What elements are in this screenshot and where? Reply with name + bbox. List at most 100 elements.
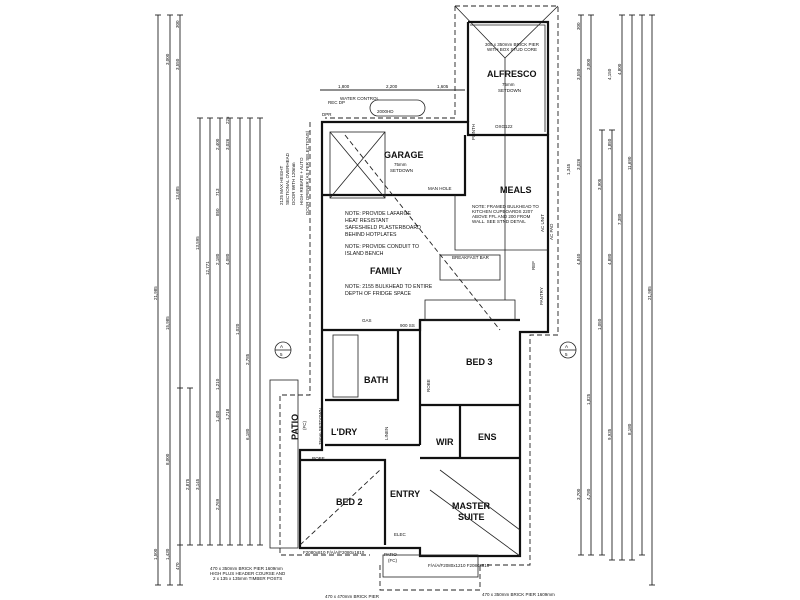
svg-text:PLINTH: PLINTH bbox=[471, 124, 476, 140]
svg-text:OXG122: OXG122 bbox=[495, 124, 513, 129]
svg-text:NOTE: PROVIDE CONDUIT TO: NOTE: PROVIDE CONDUIT TO bbox=[345, 244, 419, 250]
room-patio-side: PATIO bbox=[290, 414, 300, 440]
svg-text:GAS: GAS bbox=[362, 318, 372, 323]
svg-text:1,605: 1,605 bbox=[437, 84, 449, 89]
svg-text:2125 MAX HEIGHT: 2125 MAX HEIGHT bbox=[279, 165, 284, 205]
dimension-label: 300 bbox=[175, 20, 180, 28]
room-labels: ALFRESCO 75mm SETDOWN GARAGE 75mm SETDOW… bbox=[290, 69, 554, 563]
dimension-label: 470 bbox=[175, 562, 180, 570]
svg-text:470 x 350mm BRICK PIER 1609mm: 470 x 350mm BRICK PIER 1609mm bbox=[482, 592, 555, 597]
svg-text:PANTRY: PANTRY bbox=[539, 287, 544, 305]
dimension-label: 1,500 bbox=[153, 548, 158, 560]
dimension-label: 3,145 bbox=[195, 478, 200, 490]
dimension-label: 8,180 bbox=[627, 423, 632, 435]
dimension-label: 3,550 bbox=[175, 58, 180, 70]
walls bbox=[269, 20, 550, 578]
svg-text:SUITE: SUITE bbox=[458, 512, 485, 522]
roof-outline bbox=[279, 5, 559, 591]
svg-text:SETDOWN: SETDOWN bbox=[498, 88, 521, 93]
svg-text:5: 5 bbox=[280, 352, 283, 357]
dimension-top: 1,800 2,200 1,605 bbox=[320, 84, 465, 91]
room-family: FAMILY bbox=[370, 266, 402, 276]
dimension-label: 2,875 bbox=[185, 478, 190, 490]
dimension-label: 15,985 bbox=[165, 316, 170, 330]
dimension-label: 4,840 bbox=[576, 253, 581, 265]
svg-text:ELEC: ELEC bbox=[394, 532, 407, 537]
dimension-label: 4,880 bbox=[607, 253, 612, 265]
dimension-label: 1,450 bbox=[215, 410, 220, 422]
svg-text:ROBE: ROBE bbox=[426, 379, 431, 392]
room-alfresco: ALFRESCO bbox=[487, 69, 537, 79]
svg-text:A: A bbox=[565, 344, 568, 349]
room-master: MASTER bbox=[452, 501, 491, 511]
dimension-label: 1,430 bbox=[165, 548, 170, 560]
dimension-label: 3,000 bbox=[165, 53, 170, 65]
dimension-label: 3,026 bbox=[225, 138, 230, 150]
dimension-label: 12,771 bbox=[205, 261, 210, 275]
svg-text:75mm: 75mm bbox=[502, 82, 515, 87]
svg-text:NOTE: FRAMED BULKHEAD TO: NOTE: FRAMED BULKHEAD TO bbox=[472, 204, 539, 209]
dimension-label: 3,026 bbox=[576, 158, 581, 170]
svg-text:F/A/A/F2080x1210 F2080x810: F/A/A/F2080x1210 F2080x810 bbox=[428, 563, 490, 568]
svg-text:A: A bbox=[280, 344, 283, 349]
svg-text:SETDOWN: SETDOWN bbox=[390, 168, 413, 173]
svg-text:470 x 470mm BRICK PIER: 470 x 470mm BRICK PIER bbox=[325, 594, 380, 599]
svg-text:NOTE: PROVIDE LAFARGE: NOTE: PROVIDE LAFARGE bbox=[345, 211, 412, 217]
svg-text:KITCHEN CUPBOARDS 2207: KITCHEN CUPBOARDS 2207 bbox=[472, 209, 533, 214]
room-bed2: BED 2 bbox=[336, 497, 363, 507]
dimension-label: 1,718 bbox=[225, 408, 230, 420]
svg-text:BEHIND HOTPLATES: BEHIND HOTPLATES bbox=[345, 232, 397, 238]
svg-text:75mm SETDOWN: 75mm SETDOWN bbox=[318, 408, 323, 445]
dimension-label: 4,150 bbox=[607, 68, 612, 80]
dimension-label: 21,985 bbox=[153, 286, 158, 300]
svg-text:ROBE: ROBE bbox=[312, 456, 325, 461]
svg-text:2 x 135 x 135mm TIMBER POSTS: 2 x 135 x 135mm TIMBER POSTS bbox=[213, 576, 282, 581]
svg-text:MAN HOLE: MAN HOLE bbox=[428, 186, 452, 191]
dimension-label: 2,769 bbox=[215, 498, 220, 510]
svg-text:DPR: DPR bbox=[322, 112, 332, 117]
svg-text:DOOR WITH 120mm: DOOR WITH 120mm bbox=[291, 162, 296, 205]
room-meals: MEALS bbox=[500, 185, 532, 195]
dimension-label: 13,685 bbox=[175, 186, 180, 200]
svg-text:HIGH REBATE + AUTO: HIGH REBATE + AUTO bbox=[299, 157, 304, 205]
dimension-label: 300 bbox=[576, 22, 581, 30]
svg-text:2000HD: 2000HD bbox=[377, 109, 394, 114]
room-ens: ENS bbox=[478, 432, 497, 442]
svg-text:AC PAD: AC PAD bbox=[549, 223, 554, 240]
svg-text:1,800: 1,800 bbox=[338, 84, 350, 89]
section-marker-right: A 5 bbox=[559, 341, 577, 359]
svg-text:DEPTH OF FRIDGE SPACE: DEPTH OF FRIDGE SPACE bbox=[345, 291, 411, 297]
dimension-label: 4,800 bbox=[617, 63, 622, 75]
room-laundry: L'DRY bbox=[331, 427, 357, 437]
dimension-label: 3,550 bbox=[576, 68, 581, 80]
room-garage: GARAGE bbox=[384, 150, 424, 160]
dimension-label: 3,905 bbox=[597, 178, 602, 190]
dimension-label: 13,595 bbox=[195, 236, 200, 250]
svg-text:2,200: 2,200 bbox=[386, 84, 398, 89]
dimension-label: 6,180 bbox=[245, 428, 250, 440]
dimension-label: 1,825 bbox=[586, 393, 591, 405]
dimension-label: 1,020 bbox=[235, 323, 240, 335]
dimension-label: 1,210 bbox=[215, 378, 220, 390]
annotations: NOTE: PROVIDE LAFARGE HEAT RESISTANT SAF… bbox=[210, 42, 555, 599]
dimension-label: 1,345 bbox=[566, 163, 571, 175]
dimension-label: 9,935 bbox=[607, 428, 612, 440]
dimension-label: 713 bbox=[215, 188, 220, 196]
svg-text:900 SS: 900 SS bbox=[400, 323, 415, 328]
svg-text:WITH BOX STUD CORE: WITH BOX STUD CORE bbox=[487, 47, 537, 52]
dimension-label: 4,080 bbox=[225, 253, 230, 265]
svg-text:WALL. SEE STND DETAIL: WALL. SEE STND DETAIL bbox=[472, 219, 526, 224]
svg-text:DOOR OPENER (AS PER SELECTIONS: DOOR OPENER (AS PER SELECTIONS) bbox=[305, 130, 310, 215]
svg-text:REF: REF bbox=[531, 261, 536, 270]
dimension-label: 2,180 bbox=[215, 253, 220, 265]
svg-text:(FC): (FC) bbox=[302, 421, 307, 430]
room-bath: BATH bbox=[364, 375, 388, 385]
svg-text:AC UNIT: AC UNIT bbox=[540, 214, 545, 232]
dimension-lines-left: 21,985 3,000 15,985 300 3,550 13,685 13,595 12,… bbox=[153, 14, 263, 586]
dimension-label: 2,785 bbox=[245, 353, 250, 365]
dimension-label: 225 bbox=[225, 116, 230, 124]
dimension-label: 4,780 bbox=[586, 488, 591, 500]
svg-text:HIGH PLUS HEADER COURSE AND: HIGH PLUS HEADER COURSE AND bbox=[210, 571, 286, 576]
